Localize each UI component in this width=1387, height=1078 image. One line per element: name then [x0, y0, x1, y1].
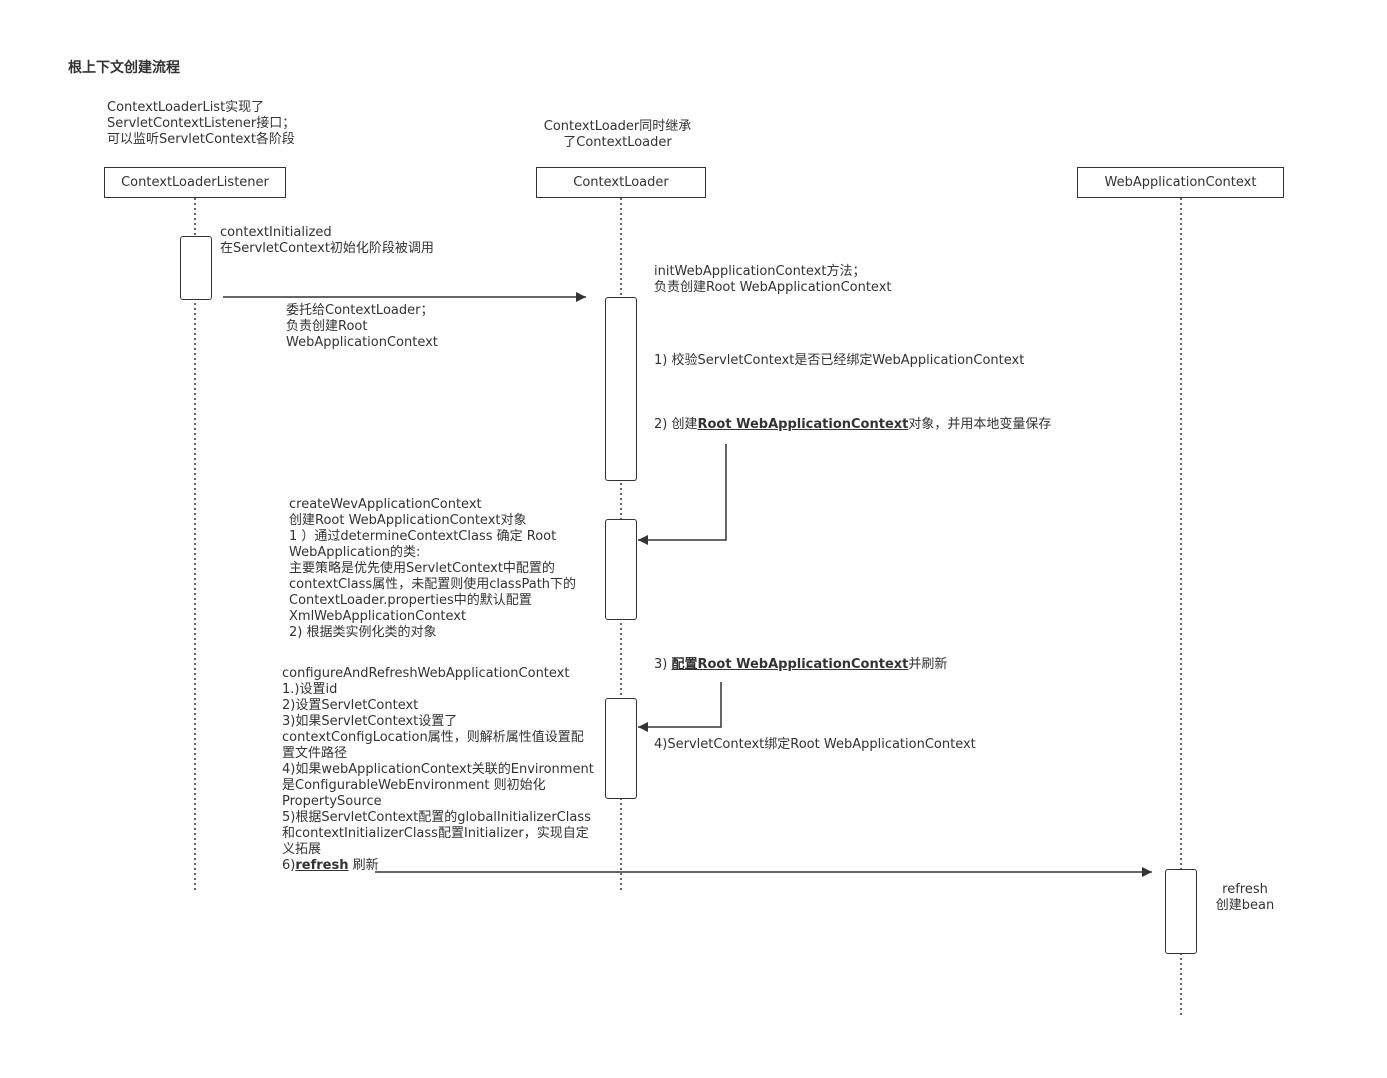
activation-create-wac — [605, 519, 637, 620]
note-step3: 3) 配置Root WebApplicationContext并刷新 — [654, 657, 947, 673]
participant-listener-label: ContextLoaderListener — [121, 175, 269, 190]
note-step1: 1) 校验ServletContext是否已经绑定WebApplicationC… — [654, 353, 1025, 368]
note-refresh-bean: refresh 创建bean — [1215, 882, 1275, 913]
note-delegate: 委托给ContextLoader； 负责创建Root WebApplicatio… — [286, 303, 438, 350]
step2-prefix: 2) 创建 — [654, 417, 698, 432]
refresh-suffix: 刷新 — [348, 858, 379, 873]
participant-loader: ContextLoader — [536, 167, 706, 198]
step3-prefix: 3) — [654, 657, 672, 672]
participant-wac-label: WebApplicationContext — [1104, 175, 1257, 190]
refresh-prefix: 6) — [282, 858, 296, 873]
note-refresh-call: 6)refresh 刷新 — [282, 858, 379, 874]
listener-note: ContextLoaderList实现了 ServletContextListe… — [107, 100, 296, 147]
participant-loader-label: ContextLoader — [573, 175, 669, 190]
arrow-configure — [638, 682, 722, 732]
step2-bold: Root WebApplicationContext — [697, 417, 909, 432]
note-step2: 2) 创建Root WebApplicationContext对象，并用本地变量… — [654, 417, 1051, 433]
arrow-create-wac — [638, 444, 727, 545]
activation-configure — [605, 698, 637, 799]
refresh-bold: refresh — [295, 858, 349, 873]
note-configure: configureAndRefreshWebApplicationContext… — [282, 666, 594, 857]
note-context-initialized: contextInitialized 在ServletContext初始化阶段被… — [220, 225, 434, 256]
loader-note: ContextLoader同时继承 了ContextLoader — [543, 119, 692, 150]
step3-bold: 配置Root WebApplicationContext — [671, 657, 909, 672]
step2-suffix: 对象，并用本地变量保存 — [908, 417, 1052, 432]
activation-init-wac — [605, 297, 637, 481]
note-step4: 4)ServletContext绑定Root WebApplicationCon… — [654, 737, 976, 752]
step3-suffix: 并刷新 — [908, 657, 948, 672]
activation-context-initialized — [180, 236, 212, 300]
diagram-title: 根上下文创建流程 — [68, 60, 180, 76]
participant-wac: WebApplicationContext — [1077, 167, 1284, 198]
participant-listener: ContextLoaderListener — [104, 167, 286, 198]
activation-refresh — [1165, 869, 1197, 954]
note-create-wac: createWevApplicationContext 创建Root WebAp… — [289, 497, 577, 640]
note-init-wac: initWebApplicationContext方法； 负责创建Root We… — [654, 264, 892, 295]
